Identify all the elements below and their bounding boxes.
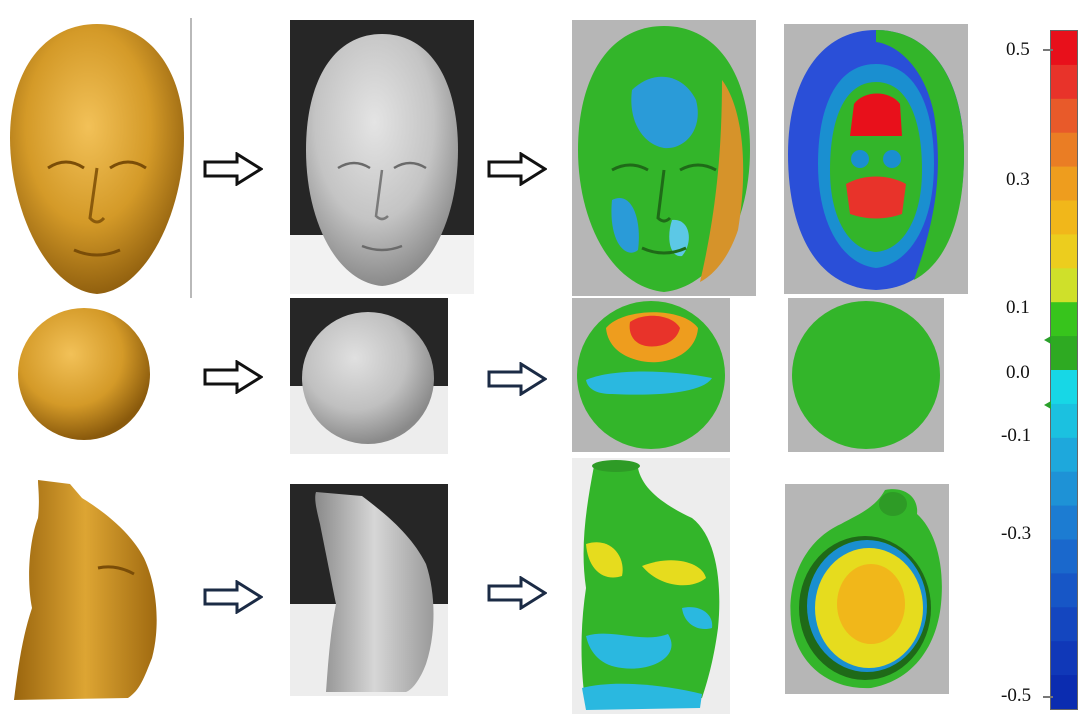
sphere-deviation-map-back xyxy=(788,298,944,452)
color-scale-band xyxy=(1051,200,1077,235)
arrow-right-icon xyxy=(487,361,548,397)
color-scale-band xyxy=(1051,370,1077,405)
face-cad-model xyxy=(8,18,186,298)
arrow-right-icon xyxy=(487,575,548,611)
row-divider xyxy=(190,18,192,298)
sphere-cad-model xyxy=(16,306,156,442)
scale-tick-label: -0.3 xyxy=(1001,523,1032,544)
color-scale-band xyxy=(1051,607,1077,642)
scale-tick-label: 0.0 xyxy=(1006,362,1030,383)
color-scale-band xyxy=(1051,675,1077,710)
scale-tick-label: 0.1 xyxy=(1006,297,1030,318)
arrow-right-icon xyxy=(203,151,264,187)
color-scale-band xyxy=(1051,505,1077,540)
color-scale-band xyxy=(1051,437,1077,473)
color-scale-band xyxy=(1051,471,1077,507)
color-scale-band xyxy=(1051,302,1077,337)
arrow-right-icon xyxy=(487,151,548,187)
scale-tick-label: -0.5 xyxy=(1001,685,1032,706)
torso-cad-model xyxy=(8,478,164,702)
sphere-deviation-map-front xyxy=(572,298,730,452)
color-scale-band xyxy=(1051,64,1077,100)
scale-tick-mark xyxy=(1043,696,1053,698)
color-scale-band xyxy=(1051,403,1077,439)
arrow-right-icon xyxy=(203,359,264,395)
face-deviation-map-back xyxy=(784,24,968,294)
color-scale-band xyxy=(1051,166,1077,201)
face-printed-photo xyxy=(290,20,474,294)
torso-deviation-map-top xyxy=(785,484,949,694)
torso-printed-photo xyxy=(290,484,448,696)
color-scale-bands xyxy=(1051,31,1077,710)
arrow-right-icon xyxy=(203,579,264,615)
color-scale-band xyxy=(1051,336,1077,371)
scale-tick-label: 0.5 xyxy=(1006,39,1030,60)
color-scale-band xyxy=(1051,641,1077,676)
deviation-color-scale xyxy=(1050,30,1078,710)
color-scale-band xyxy=(1051,539,1077,574)
color-scale-band xyxy=(1051,98,1077,134)
color-scale-band xyxy=(1051,132,1077,168)
scale-tick-label: -0.1 xyxy=(1001,425,1032,446)
color-scale-band xyxy=(1051,234,1077,269)
scale-tick-label: 0.3 xyxy=(1006,169,1030,190)
scale-tick-mark xyxy=(1043,49,1053,51)
scale-threshold-marker xyxy=(1044,336,1051,344)
torso-deviation-map-front xyxy=(572,458,730,714)
color-scale-band xyxy=(1051,573,1077,608)
sphere-printed-photo xyxy=(290,298,448,454)
face-deviation-map-front xyxy=(572,20,756,296)
color-scale-band xyxy=(1051,31,1077,66)
scale-threshold-marker xyxy=(1044,401,1051,409)
color-scale-band xyxy=(1051,268,1077,303)
